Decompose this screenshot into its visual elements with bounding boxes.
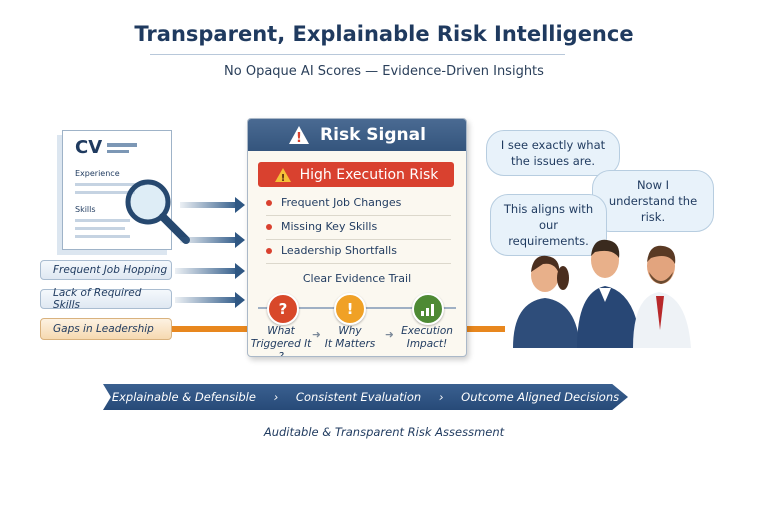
cv-heading: CV xyxy=(75,137,103,158)
stakeholders-illustration xyxy=(513,239,691,348)
svg-text:!: ! xyxy=(280,173,285,183)
footer-caption: Auditable & Transparent Risk Assessment xyxy=(263,425,505,439)
risk-item: Leadership Shortfalls xyxy=(266,244,451,264)
high-risk-alert: ! High Execution Risk xyxy=(258,162,454,187)
arrow xyxy=(175,263,245,279)
banner-item: Consistent Evaluation xyxy=(295,390,422,404)
cv-skills-label: Skills xyxy=(75,205,96,214)
panel-title: Risk Signal xyxy=(320,125,426,145)
chevron-right-icon: › xyxy=(438,390,444,404)
banner-item: Explainable & Defensible xyxy=(111,390,256,404)
cv-experience-label: Experience xyxy=(75,169,120,178)
subtitle: No Opaque AI Scores — Evidence-Driven In… xyxy=(224,64,544,79)
warning-icon: ! xyxy=(289,126,310,145)
svg-text:!: ! xyxy=(296,131,302,145)
chevron-right-icon: › xyxy=(273,390,279,404)
alert-label: High Execution Risk xyxy=(299,166,439,183)
input-required-skills: Lack of Required Skills xyxy=(40,287,172,311)
risk-signal-panel: ! Risk Signal ! High Execution Risk Freq… xyxy=(247,118,467,357)
input-job-hopping: Frequent Job Hopping xyxy=(40,260,172,280)
lightbulb-icon: ! xyxy=(334,293,366,325)
speech-bubble: This aligns with our requirements. xyxy=(490,194,607,256)
speech-bubble: I see exactly what the issues are. xyxy=(486,130,620,176)
banner-item: Outcome Aligned Decisions xyxy=(461,390,620,404)
arrow xyxy=(180,197,245,213)
input-leadership-gaps: Gaps in Leadership xyxy=(40,318,172,340)
person-man-right xyxy=(633,245,691,348)
arrow xyxy=(180,232,245,248)
arrow xyxy=(175,292,245,308)
magnifier-icon xyxy=(125,179,190,244)
question-icon: ? xyxy=(267,293,299,325)
risk-item: Missing Key Skills xyxy=(266,220,451,240)
speech-bubble: Now I understand the risk. xyxy=(592,170,714,232)
title-divider xyxy=(150,54,565,55)
page-title: Transparent, Explainable Risk Intelligen… xyxy=(134,22,634,46)
principles-banner: Explainable & Defensible › Consistent Ev… xyxy=(103,384,628,410)
evidence-trail-title: Clear Evidence Trail xyxy=(302,272,412,285)
person-man-center xyxy=(577,239,641,348)
person-woman xyxy=(513,255,580,348)
warning-icon: ! xyxy=(274,167,291,183)
panel-header: ! Risk Signal xyxy=(248,119,466,151)
growth-chart-icon xyxy=(412,293,444,325)
risk-item: Frequent Job Changes xyxy=(266,196,451,216)
